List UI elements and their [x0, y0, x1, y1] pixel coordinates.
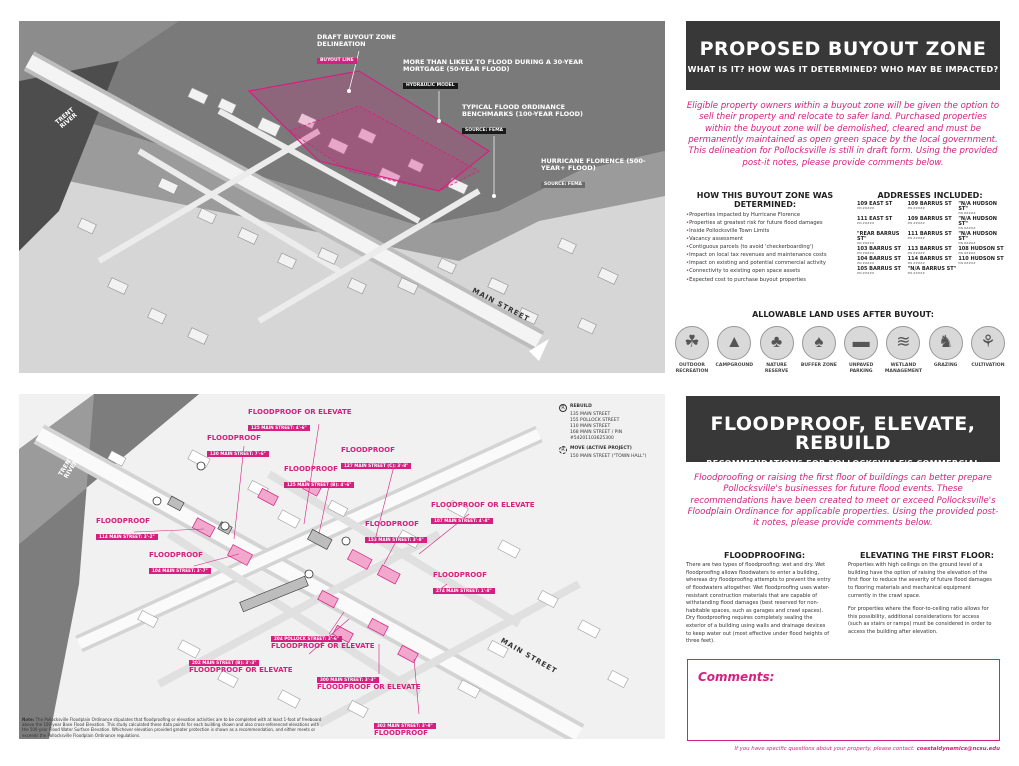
floodproofing-text: There are two types of floodproofing: we… — [686, 562, 831, 645]
elevating-heading: ELEVATING THE FIRST FLOOR: — [860, 551, 994, 560]
contact-line: If you have specific questions about you… — [734, 746, 1000, 752]
criteria-item: Impact on local tax revenues and mainten… — [686, 251, 846, 259]
floodproof-intro: Floodproofing or raising the first floor… — [687, 473, 999, 529]
addresses-heading: ADDRESSES INCLUDED: — [877, 191, 983, 200]
land-uses-row: ☘OUTDOOR RECREATION ▲CAMPGROUND ♣NATURE … — [672, 326, 1008, 374]
address-item: "N/A HUDSON ST"PIN ##### — [958, 216, 997, 231]
buyout-map-graphic — [19, 21, 665, 373]
address-item: "N/A HUDSON ST"PIN ##### — [958, 201, 997, 215]
criteria-item: Properties impacted by Hurricane Florenc… — [686, 211, 846, 219]
comments-box[interactable]: Comments: — [687, 659, 1000, 741]
buyout-title: PROPOSED BUYOUT ZONE — [699, 38, 987, 60]
land-use-wetland-management: ≋WETLAND MANAGEMENT — [883, 326, 923, 374]
land-use-buffer-zone: ♠BUFFER ZONE — [799, 326, 839, 374]
recreation-icon: ☘ — [684, 332, 700, 351]
address-item: "REAR BARRUS ST"PIN ##### — [857, 231, 900, 246]
address-item: "N/A HUDSON ST"PIN ##### — [958, 231, 997, 246]
car-icon: ▬ — [852, 332, 870, 351]
land-use-unpaved-parking: ▬UNPAVED PARKING — [841, 326, 881, 374]
buyout-zone-map: TRENT RIVER MAIN STREET DRAFT BUYOUT ZON… — [19, 21, 665, 373]
elevating-text: Properties with high ceilings on the gro… — [848, 562, 992, 636]
land-use-grazing: ♞GRAZING — [926, 326, 966, 374]
land-use-outdoor-recreation: ☘OUTDOOR RECREATION — [672, 326, 712, 374]
callout-hurricane-florence: HURRICANE FLORENCE (500-YEAR+ FLOOD) SOU… — [541, 157, 646, 189]
callout-100-year-flood: TYPICAL FLOOD ORDINANCE BENCHMARKS (100-… — [462, 103, 584, 135]
criteria-item: Connectivity to existing open space asse… — [686, 267, 846, 275]
tree-icon: ♣ — [770, 332, 783, 351]
wetland-icon: ≋ — [896, 332, 911, 351]
criteria-item: Expected cost to purchase buyout propert… — [686, 276, 846, 284]
tent-icon: ▲ — [725, 332, 743, 351]
callout-buyout-line: DRAFT BUYOUT ZONE DELINEATION BUYOUT LIN… — [317, 33, 396, 65]
criteria-item: Impact on existing and potential commerc… — [686, 259, 846, 267]
address-item — [958, 267, 1007, 275]
marker-300-main-st: 300 MAIN STREET: 3'-3"FLOODPROOF OR ELEV… — [317, 677, 421, 691]
criteria-list: Properties impacted by Hurricane Florenc… — [686, 211, 846, 284]
cow-icon: ♞ — [938, 332, 954, 351]
contact-email[interactable]: coastaldynamics@ncsu.edu — [916, 746, 1000, 752]
marker-204-pollock-st: 204 POLLOCK STREET: 3'-6"FLOODPROOF OR E… — [271, 636, 375, 650]
marker-202-main-st-b: 202 MAIN STREET (B): 3'-3"FLOODPROOF OR … — [189, 660, 293, 674]
land-use-cultivation: ⚘CULTIVATION — [968, 326, 1008, 374]
criteria-item: Inside Pollocksville Town Limits — [686, 227, 846, 235]
floodproof-title: FLOODPROOF, ELEVATE, REBUILD — [710, 413, 976, 454]
criteria-item: Vacancy assessment — [686, 235, 846, 243]
callout-50-year-flood: MORE THAN LIKELY TO FLOOD DURING A 30-YE… — [403, 58, 584, 90]
address-item: "N/A BARRUS ST"PIN ##### — [907, 266, 957, 276]
marker-302-main-st: 302 MAIN STREET: 3'-9"FLOODPROOF — [374, 714, 436, 737]
rebuild-icon: R — [559, 404, 567, 412]
land-use-nature-reserve: ♣NATURE RESERVE — [757, 326, 797, 374]
buffer-icon: ♠ — [814, 332, 824, 351]
plant-icon: ⚘ — [980, 332, 996, 351]
ordinance-note: Note: The Pollocksville Floodplain Ordin… — [22, 717, 322, 738]
criteria-item: Properties at greatest risk for future f… — [686, 219, 846, 227]
buyout-header: PROPOSED BUYOUT ZONE WHAT IS IT? HOW WAS… — [686, 21, 1000, 90]
criteria-heading: HOW THIS BUYOUT ZONE WAS DETERMINED: — [696, 191, 834, 209]
comments-label: Comments: — [698, 670, 775, 684]
land-uses-heading: ALLOWABLE LAND USES AFTER BUYOUT: — [752, 310, 934, 319]
buyout-subtitle: WHAT IS IT? HOW WAS IT DETERMINED? WHO M… — [687, 65, 999, 74]
floodproof-header: FLOODPROOF, ELEVATE, REBUILD RECOMMENDAT… — [686, 396, 1000, 477]
floodproof-subtitle: RECOMMENDATIONS FOR POLLOCKSVILLE'S COMM… — [706, 459, 980, 477]
criteria-item: Contiguous parcels (to avoid 'checkerboa… — [686, 243, 846, 251]
active-project-icon: R — [559, 446, 567, 455]
buyout-intro: Eligible property owners within a buyout… — [686, 101, 1000, 168]
land-use-campground: ▲CAMPGROUND — [714, 326, 754, 374]
floodproofing-heading: FLOODPROOFING: — [724, 551, 806, 560]
